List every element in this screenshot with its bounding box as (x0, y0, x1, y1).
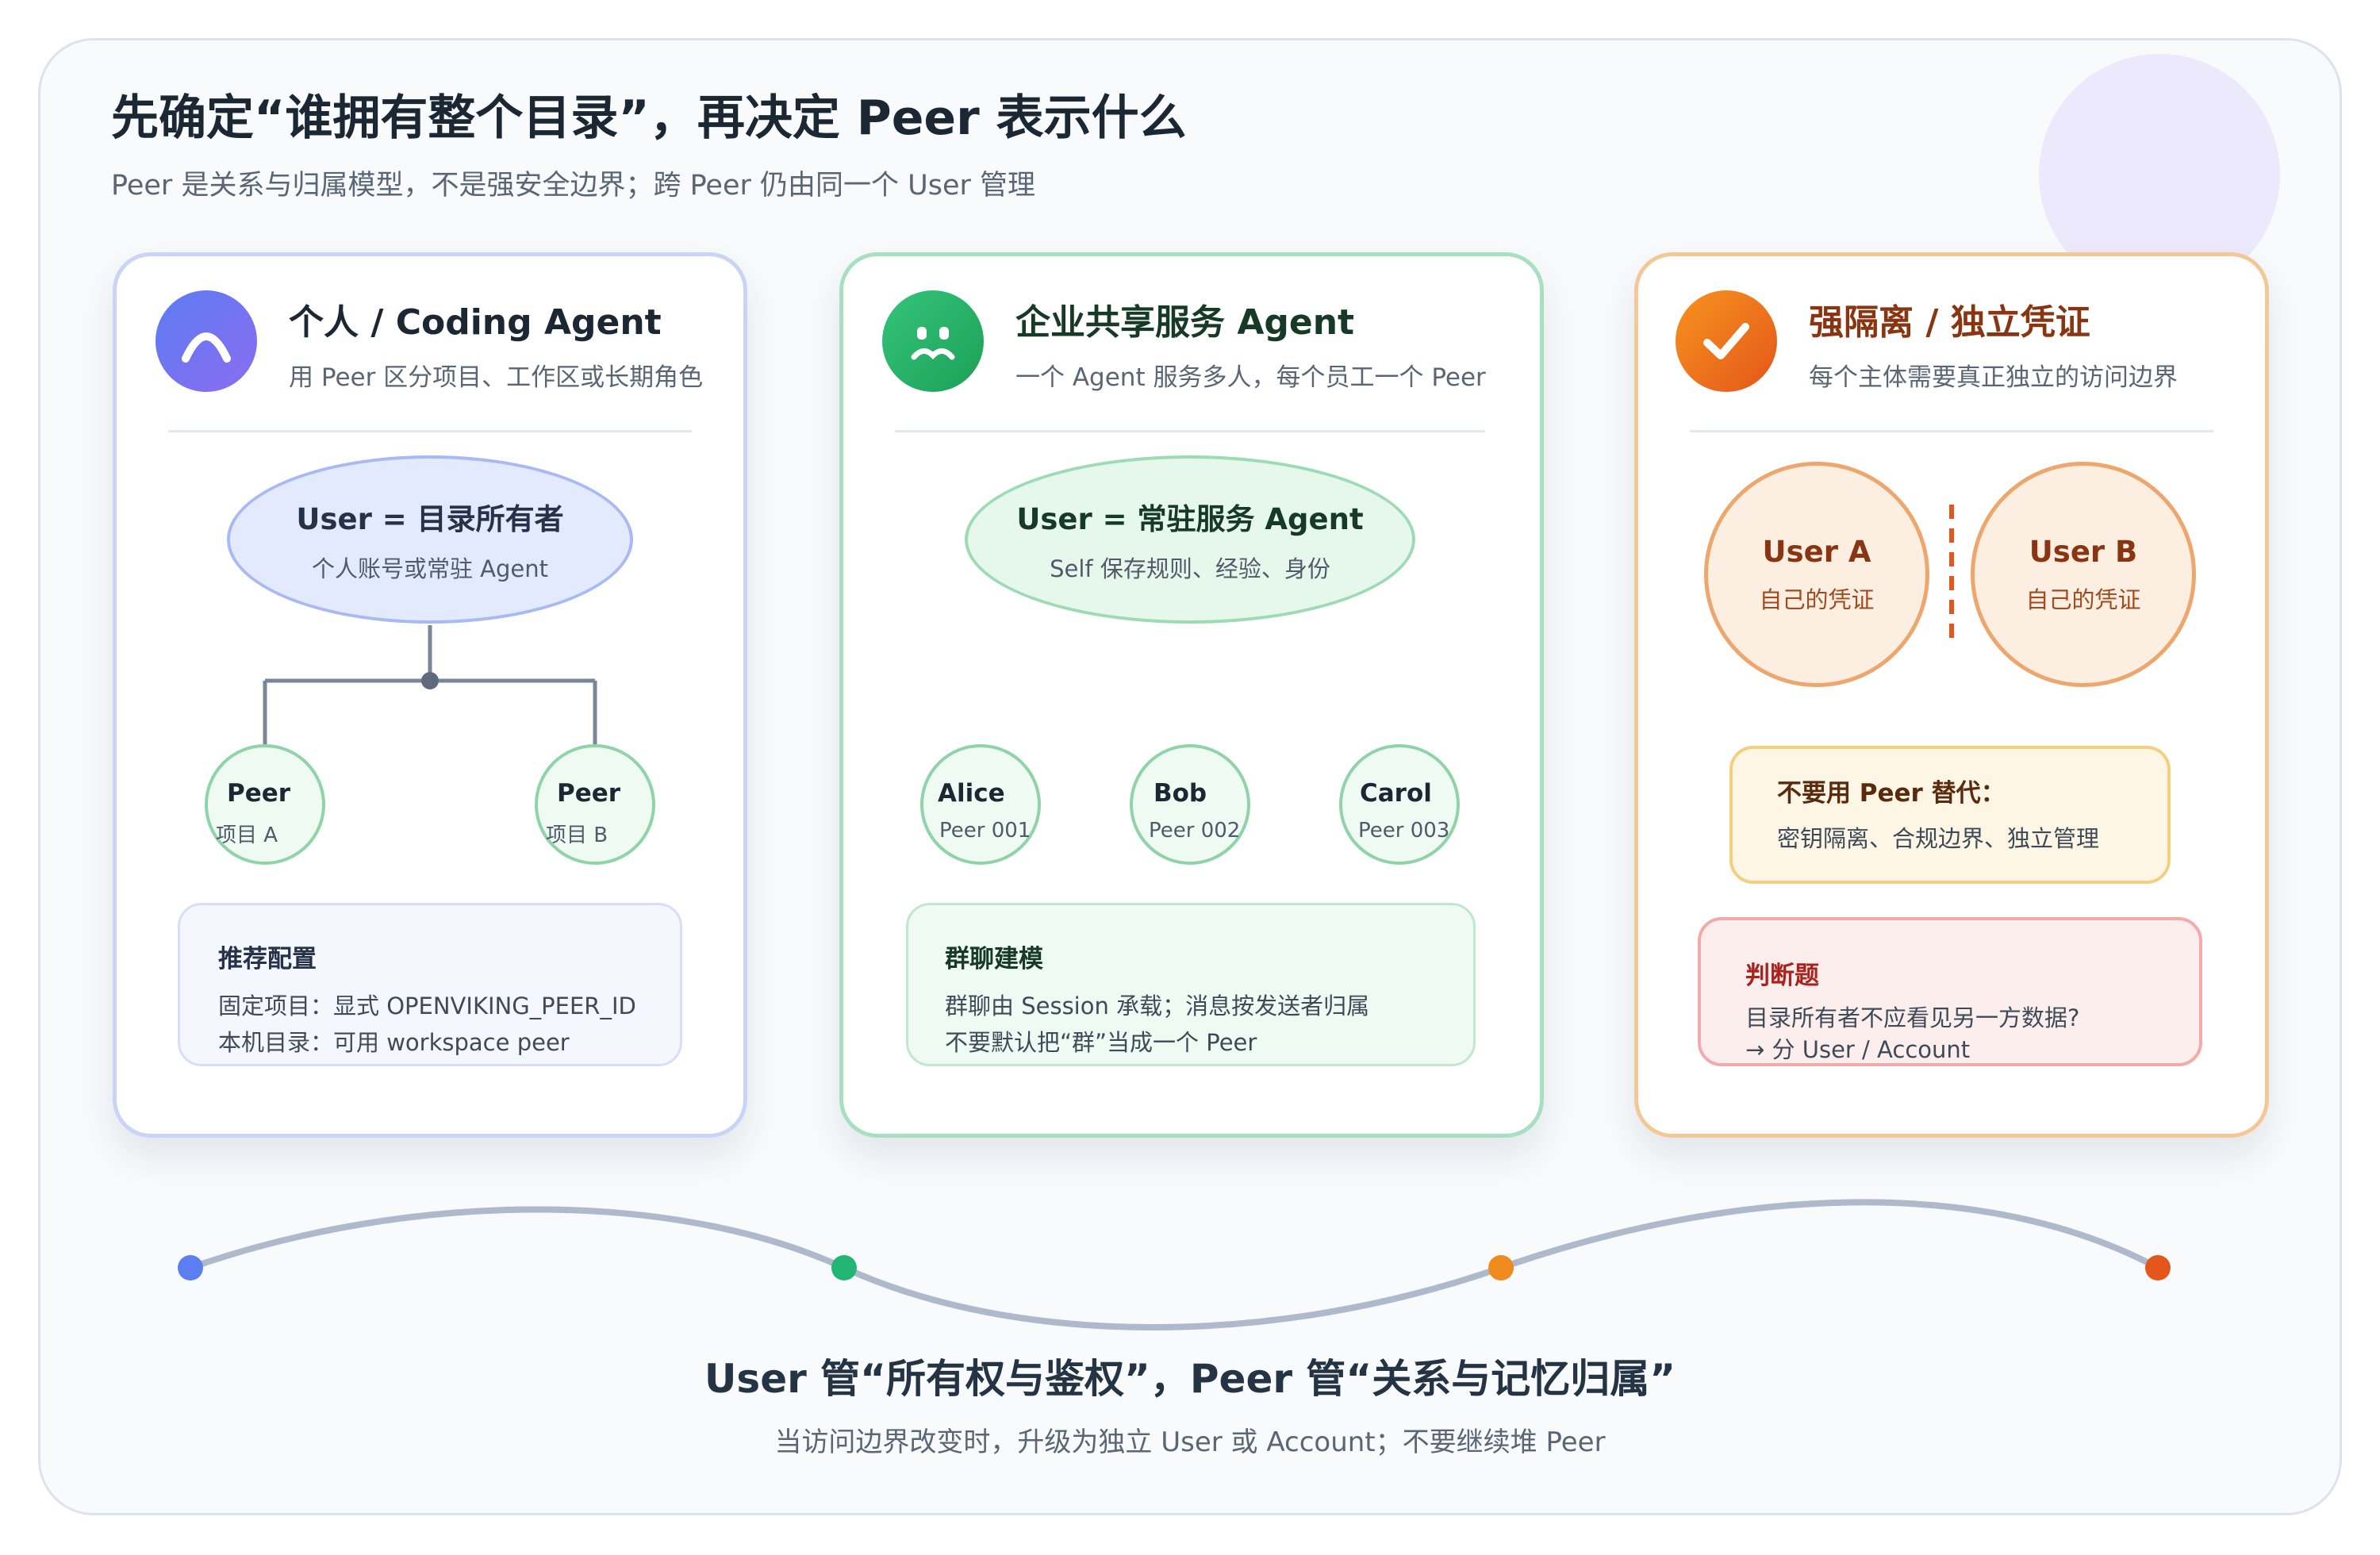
wave-dot-orange (1488, 1255, 1514, 1280)
peer-node-sub: Peer 001 (939, 819, 1031, 843)
owner-oval-service-agent: User = 常驻服务 Agent Self 保存规则、经验、身份 (965, 455, 1415, 624)
wave-dot-green (831, 1255, 857, 1280)
footer-subtitle: 当访问边界改变时，升级为独立 User 或 Account；不要继续堆 Peer (774, 1426, 1606, 1458)
peer-node-bob: Bob Peer 002 (1130, 744, 1250, 865)
recommended-config-heading: 推荐配置 (218, 945, 317, 973)
recommended-config-line: 本机目录：可用 workspace peer (218, 1029, 570, 1056)
owner-title: User = 目录所有者 (296, 502, 564, 536)
peer-node-sub: 项目 A (216, 824, 278, 847)
user-b-name: User B (2029, 534, 2138, 569)
user-b-circle: User B 自己的凭证 (1971, 462, 2196, 687)
user-b-sub: 自己的凭证 (2025, 586, 2141, 613)
judgement-box: 判断题 目录所有者不应看见另一方数据? → 分 User / Account (1698, 917, 2202, 1066)
card-1-divider (168, 430, 692, 432)
card-1-title: 个人 / Coding Agent (289, 302, 662, 343)
warning-box: 不要用 Peer 替代： 密钥隔离、合规边界、独立管理 (1729, 746, 2171, 884)
wave-dot-blue (178, 1255, 203, 1280)
card-3-title: 强隔离 / 独立凭证 (1809, 302, 2090, 343)
peer-node-name: Peer (227, 779, 291, 808)
peer-node-project-b: Peer 项目 B (535, 744, 655, 865)
warning-heading: 不要用 Peer 替代： (1777, 779, 2006, 808)
card-2-subtitle: 一个 Agent 服务多人，每个员工一个 Peer (1015, 363, 1486, 392)
owner-subtitle: Self 保存规则、经验、身份 (1050, 555, 1330, 582)
check-icon (1676, 290, 1777, 392)
card-2-divider (895, 430, 1485, 432)
peer-node-sub: 项目 B (546, 824, 608, 847)
judgement-heading: 判断题 (1745, 962, 1819, 990)
group-chat-modeling-box: 群聊建模 群聊由 Session 承载；消息按发送者归属 不要默认把“群”当成一… (906, 903, 1476, 1066)
card-3-divider (1690, 430, 2213, 432)
warning-line: 密钥隔离、合规边界、独立管理 (1777, 825, 2100, 852)
peer-node-name: Carol (1360, 779, 1432, 808)
peer-node-sub: Peer 003 (1358, 819, 1450, 843)
peer-node-name: Peer (557, 779, 621, 808)
peer-node-name: Alice (938, 779, 1005, 808)
judgement-question: 目录所有者不应看见另一方数据? (1745, 1004, 2080, 1031)
group-chat-heading: 群聊建模 (945, 945, 1043, 973)
card-1-subtitle: 用 Peer 区分项目、工作区或长期角色 (289, 363, 704, 392)
page-subtitle: Peer 是关系与归属模型，不是强安全边界；跨 Peer 仍由同一个 User … (111, 170, 1036, 202)
peer-node-name: Bob (1154, 779, 1207, 808)
page-title: 先确定“谁拥有整个目录”，再决定 Peer 表示什么 (111, 90, 1187, 146)
peer-node-sub: Peer 002 (1149, 819, 1241, 843)
judgement-answer: → 分 User / Account (1745, 1036, 1971, 1063)
recommended-config-box: 推荐配置 固定项目：显式 OPENVIKING_PEER_ID 本机目录：可用 … (178, 903, 682, 1066)
recommended-config-line: 固定项目：显式 OPENVIKING_PEER_ID (218, 993, 636, 1019)
isolation-divider (1949, 505, 1954, 647)
peer-node-carol: Carol Peer 003 (1339, 744, 1460, 865)
wave-dot-red (2145, 1255, 2171, 1280)
owner-oval-directory-owner: User = 目录所有者 个人账号或常驻 Agent (227, 455, 633, 624)
owner-subtitle: 个人账号或常驻 Agent (311, 555, 549, 582)
peer-node-alice: Alice Peer 001 (920, 744, 1041, 865)
owner-title: User = 常驻服务 Agent (1016, 502, 1364, 536)
footer-title: User 管“所有权与鉴权”，Peer 管“关系与记忆归属” (704, 1356, 1676, 1402)
user-a-sub: 自己的凭证 (1759, 586, 1875, 613)
user-a-circle: User A 自己的凭证 (1704, 462, 1929, 687)
card-2-title: 企业共享服务 Agent (1015, 302, 1355, 343)
face-icon (882, 290, 984, 392)
peer-node-project-a: Peer 项目 A (205, 744, 325, 865)
group-chat-line: 群聊由 Session 承载；消息按发送者归属 (945, 993, 1370, 1019)
user-a-name: User A (1762, 534, 1871, 569)
arch-icon (155, 290, 257, 392)
card-3-subtitle: 每个主体需要真正独立的访问边界 (1809, 363, 2178, 392)
group-chat-line: 不要默认把“群”当成一个 Peer (945, 1029, 1257, 1056)
